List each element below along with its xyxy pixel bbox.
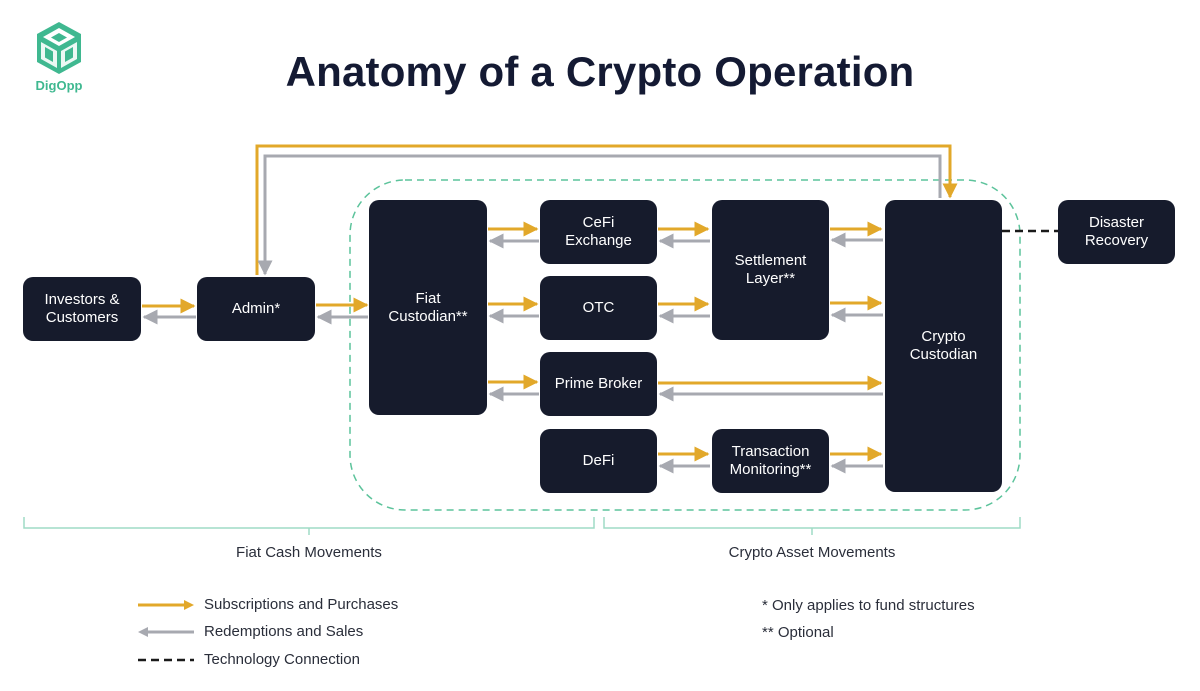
node-prime-broker: Prime Broker [540,352,657,416]
group-label-crypto: Crypto Asset Movements [728,544,896,561]
legend-redemptions: Redemptions and Sales [138,623,363,640]
cube-logo-icon [37,22,81,74]
node-admin-label: Admin* [231,300,281,317]
note-fund-structures: * Only applies to fund structures [762,597,975,614]
bracket-crypto-asset [603,517,1021,535]
node-prime-broker-label: Prime Broker [554,375,643,392]
legend-subscriptions: Subscriptions and Purchases [138,596,398,613]
bracket-fiat-cash [23,517,595,535]
node-fiat-custodian: Fiat Custodian** [369,200,487,415]
node-tm-label: Transaction Monitoring** [729,443,812,478]
dashed-line-icon [138,658,194,661]
crypto-operation-zone [349,179,1021,511]
brand-name: DigOpp [35,78,83,93]
node-settlement-label: Settlement Layer** [734,252,807,287]
node-investors-customers: Investors & Customers [23,277,141,341]
node-cefi-exchange: CeFi Exchange [540,200,657,264]
node-defi-label: DeFi [582,452,615,469]
node-otc-label: OTC [582,299,615,316]
gray-arrow-icon [138,626,194,637]
arrow-admin-to-crypto-custodian [255,144,958,275]
node-otc: OTC [540,276,657,340]
node-defi: DeFi [540,429,657,493]
legend-technology-label: Technology Connection [204,651,360,668]
group-label-fiat: Fiat Cash Movements [236,544,382,561]
node-investors-label: Investors & Customers [44,291,120,326]
legend-subscriptions-label: Subscriptions and Purchases [204,596,399,613]
note-optional: ** Optional [762,624,834,641]
brand-logo: DigOpp [28,20,90,93]
node-dr-label: Disaster Recovery [1084,214,1149,249]
node-crypto-custodian-label: Crypto Custodian [909,328,978,363]
legend-redemptions-label: Redemptions and Sales [204,623,364,640]
arrow-crypto-custodian-to-admin [257,154,942,276]
node-settlement-layer: Settlement Layer** [712,200,829,340]
node-crypto-custodian: Crypto Custodian [885,200,1002,492]
node-cefi-label: CeFi Exchange [565,214,632,249]
node-admin: Admin* [197,277,315,341]
yellow-arrow-icon [138,599,194,610]
page-title: Anatomy of a Crypto Operation [285,48,915,95]
node-transaction-monitoring: Transaction Monitoring** [712,429,829,493]
legend-technology: Technology Connection [138,651,360,668]
node-fiat-custodian-label: Fiat Custodian** [388,289,468,325]
node-disaster-recovery: Disaster Recovery [1058,200,1175,264]
